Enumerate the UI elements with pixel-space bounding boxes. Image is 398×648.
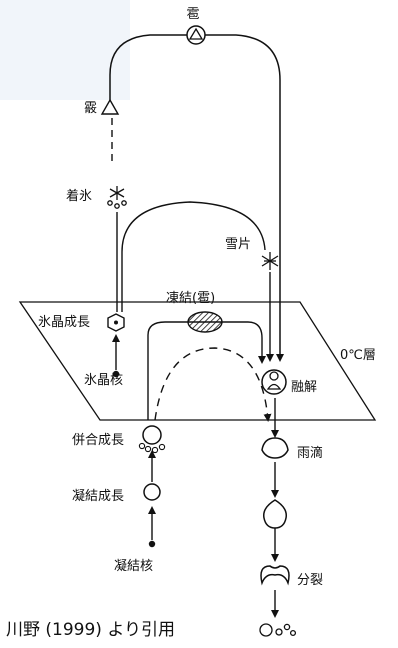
graupel-icon [100,98,120,115]
freezing-path [147,321,266,420]
hail-icon [186,25,206,45]
label-melting: 融解 [291,380,317,395]
label-raindrop: 雨滴 [297,445,323,461]
melting-icon [261,369,287,395]
label-freezing-hail: 凍結(雹) [166,290,215,306]
label-ice-crystal-growth: 氷晶成長 [38,315,90,330]
label-hail: 雹 [186,7,199,22]
label-coalescence-growth: 併合成長 [72,433,124,448]
raindrop-icon [261,437,289,459]
coalescence-icon [138,425,166,454]
hatched-ellipse-icon [187,311,223,333]
zero-c-layer-plane [18,301,377,421]
snowflake-icon [261,252,279,270]
hail-path [109,34,284,362]
fragments-icon [259,623,297,637]
label-graupel: 霰 [84,101,97,116]
label-snowflake: 雪片 [225,237,251,252]
ice-nucleus-dot [112,370,120,378]
ice-crystal-icon [107,313,125,332]
breakup-drop-icon [260,565,290,586]
snow-arc [121,201,266,312]
label-zero-c-layer: 0℃層 [340,348,376,363]
label-breakup: 分裂 [297,573,323,588]
condensation-nucleus-dot [148,540,156,548]
background-tint [0,0,130,100]
citation: 川野 (1999) より引用 [6,620,175,640]
label-riming: 着氷 [66,188,92,204]
label-ice-nucleus: 氷晶核 [84,373,123,388]
label-condensation-growth: 凝結成長 [72,488,124,504]
cloud-droplet-icon [143,483,161,501]
deforming-drop-icon [262,499,288,529]
riming-icon [107,186,127,209]
warm-rain-path [154,347,272,422]
label-condensation-nucleus: 凝結核 [114,558,153,574]
